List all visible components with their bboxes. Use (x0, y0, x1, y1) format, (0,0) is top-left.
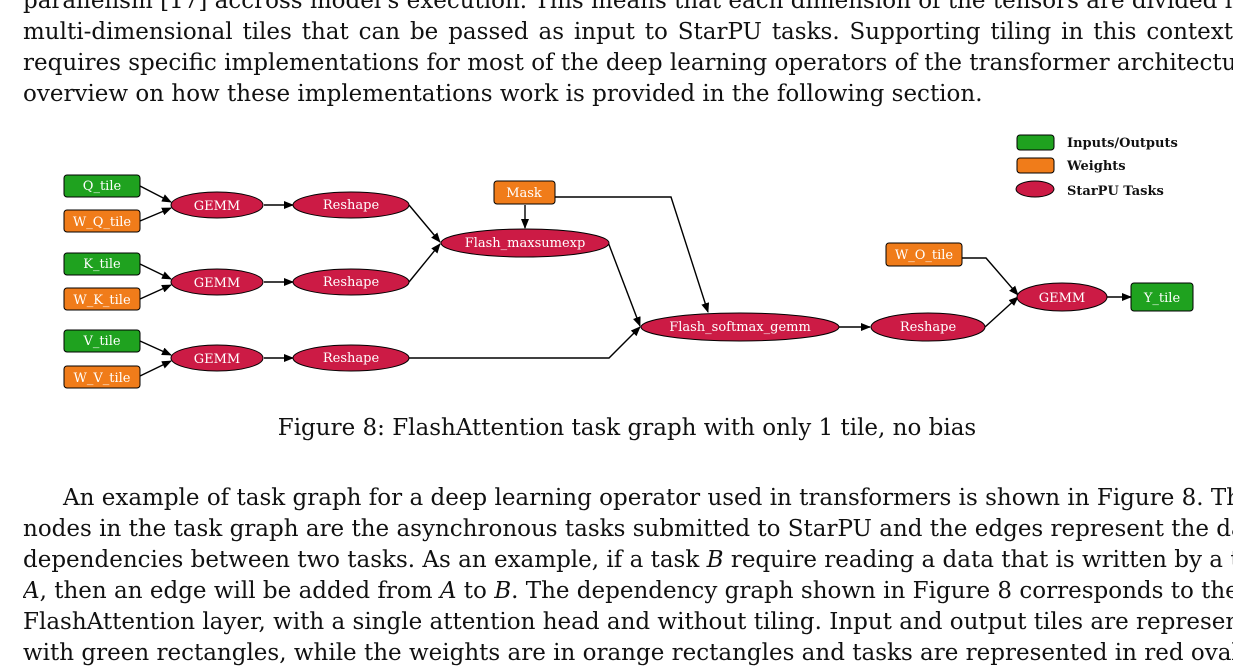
task-graph-figure: Q_tile K_tile V_tile Y_tile W_Q_tile W_K… (0, 120, 1254, 405)
legend-weights-label: Weights (1066, 159, 1126, 174)
reshape-v-task (292, 344, 410, 372)
gemm-q-task (170, 191, 264, 219)
gemm-k-task (170, 268, 264, 296)
y-tile-node (1130, 282, 1194, 312)
edge (139, 360, 172, 377)
gemm-k-label: GEMM (194, 276, 241, 291)
w-o-tile-label: W_O_tile (895, 248, 954, 263)
edge (555, 196, 710, 313)
w-q-tile-node (63, 209, 141, 233)
gemm-out-task (1016, 282, 1108, 312)
edge (139, 340, 172, 356)
w-v-tile-label: W_V_tile (74, 371, 131, 386)
paragraph-line: parallelism [17] accross model's executi… (23, 0, 1233, 14)
reshape-out-label: Reshape (900, 320, 957, 335)
gemm-v-task (170, 344, 264, 372)
edge (408, 204, 441, 243)
flash-maxsumexp-label: Flash_maxsumexp (465, 236, 586, 251)
paragraph-line: requires specific implementations for mo… (23, 50, 1233, 76)
edge (139, 185, 172, 203)
w-v-tile-node (63, 365, 141, 389)
paragraph-line: overview on how these implementations wo… (23, 81, 983, 107)
math-var: A (23, 578, 40, 604)
edge (139, 207, 172, 222)
paragraph-line: FlashAttention layer, with a single atte… (23, 609, 1233, 635)
math-var: B (706, 547, 724, 573)
paragraph-line: A, then an edge will be added from A to … (23, 576, 1233, 607)
text-run: . The dependency graph shown in Figure 8… (511, 578, 1233, 604)
v-tile-node (63, 329, 141, 353)
paragraph-line: nodes in the task graph are the asynchro… (23, 516, 1233, 542)
gemm-v-label: GEMM (194, 352, 241, 367)
edge (984, 296, 1019, 328)
w-o-tile-node (885, 242, 963, 267)
paragraph-line: with green rectangles, while the weights… (23, 640, 1233, 666)
legend-weights-swatch (1016, 157, 1055, 174)
top-paragraph: parallelism [17] accross model's executi… (23, 0, 1233, 110)
paragraph-line: An example of task graph for a deep lear… (63, 485, 1233, 511)
text-run: require reading a data that is written b… (723, 547, 1233, 573)
edge (409, 326, 641, 359)
flash-softmax-gemm-task (640, 312, 840, 342)
text-run: dependencies between two tasks. As an ex… (23, 547, 707, 573)
gemm-q-label: GEMM (194, 199, 241, 214)
y-tile-label: Y_tile (1143, 291, 1181, 306)
reshape-k-label: Reshape (323, 275, 380, 290)
reshape-out-task (870, 312, 986, 342)
reshape-k-task (292, 268, 410, 296)
q-tile-node (63, 174, 141, 198)
edge (607, 241, 641, 327)
bottom-paragraph: An example of task graph for a deep lear… (23, 483, 1233, 669)
reshape-v-label: Reshape (323, 351, 380, 366)
v-tile-label: V_tile (82, 334, 120, 349)
q-tile-label: Q_tile (83, 179, 122, 194)
w-q-tile-label: W_Q_tile (73, 215, 132, 230)
legend-io-swatch (1016, 134, 1055, 151)
task-graph-svg: Q_tile K_tile V_tile Y_tile W_Q_tile W_K… (63, 134, 1194, 389)
edge (139, 263, 172, 280)
edge (139, 284, 172, 300)
legend: Inputs/Outputs Weights StarPU Tasks (1015, 134, 1178, 199)
graph-edges (139, 185, 1132, 377)
paragraph-line: dependencies between two tasks. As an ex… (23, 545, 1233, 576)
figure-caption: Figure 8: FlashAttention task graph with… (277, 415, 977, 441)
mask-node (493, 180, 556, 205)
flash-softmax-gemm-label: Flash_softmax_gemm (669, 320, 811, 335)
legend-tasks-swatch (1015, 180, 1055, 198)
text-run: to (456, 578, 495, 604)
edge (962, 257, 1019, 296)
legend-io-label: Inputs/Outputs (1067, 136, 1178, 151)
w-k-tile-node (63, 287, 141, 311)
math-var: B (494, 578, 512, 604)
reshape-q-task (292, 191, 410, 219)
w-k-tile-label: W_K_tile (73, 293, 131, 308)
mask-label: Mask (506, 186, 542, 201)
paragraph-line: multi-dimensional tiles that can be pass… (23, 19, 1233, 45)
math-var: A (439, 578, 457, 604)
gemm-out-label: GEMM (1039, 291, 1086, 306)
flash-maxsumexp-task (440, 228, 610, 258)
text-run: , then an edge will be added from (39, 578, 440, 604)
reshape-q-label: Reshape (323, 198, 380, 213)
edge (408, 243, 441, 283)
k-tile-node (63, 252, 141, 276)
k-tile-label: K_tile (83, 257, 121, 272)
legend-tasks-label: StarPU Tasks (1067, 184, 1164, 199)
